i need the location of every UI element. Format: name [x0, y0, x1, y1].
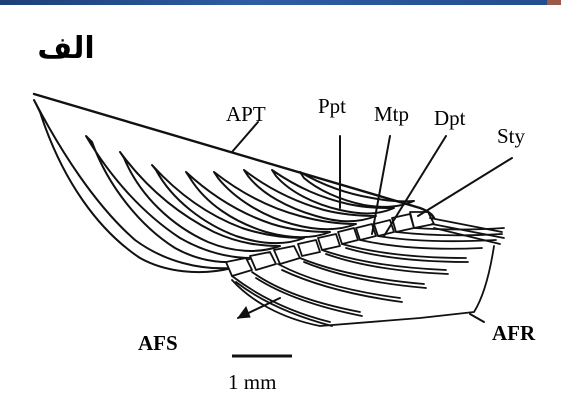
radial-5: [318, 234, 340, 250]
afr-leader: [470, 314, 484, 322]
label-sty: Sty: [497, 124, 526, 148]
radial-2: [250, 252, 276, 270]
apt-leader: [232, 122, 258, 152]
scale-bar-label: 1 mm: [228, 370, 276, 394]
fin-ray-outlines: [34, 100, 414, 272]
label-mtp: Mtp: [374, 102, 409, 126]
label-apt: APT: [226, 102, 266, 126]
label-ppt: Ppt: [318, 94, 346, 118]
radial-1: [226, 258, 252, 276]
fin-ray-2: [86, 136, 252, 262]
lower-ray-3: [278, 264, 400, 298]
label-afr: AFR: [492, 321, 536, 345]
afs-arrowhead: [238, 307, 250, 318]
radial-3: [274, 246, 300, 264]
mtp-leader: [372, 136, 390, 234]
panel-label: الف: [37, 31, 94, 66]
radial-8: [374, 220, 394, 236]
radial-4: [298, 240, 320, 256]
leader-lines: [232, 122, 512, 322]
label-dpt: Dpt: [434, 106, 466, 130]
fin-ray-3: [120, 152, 280, 251]
sty-leader: [418, 158, 512, 216]
radial-6: [338, 228, 358, 244]
label-afs: AFS: [138, 331, 178, 355]
